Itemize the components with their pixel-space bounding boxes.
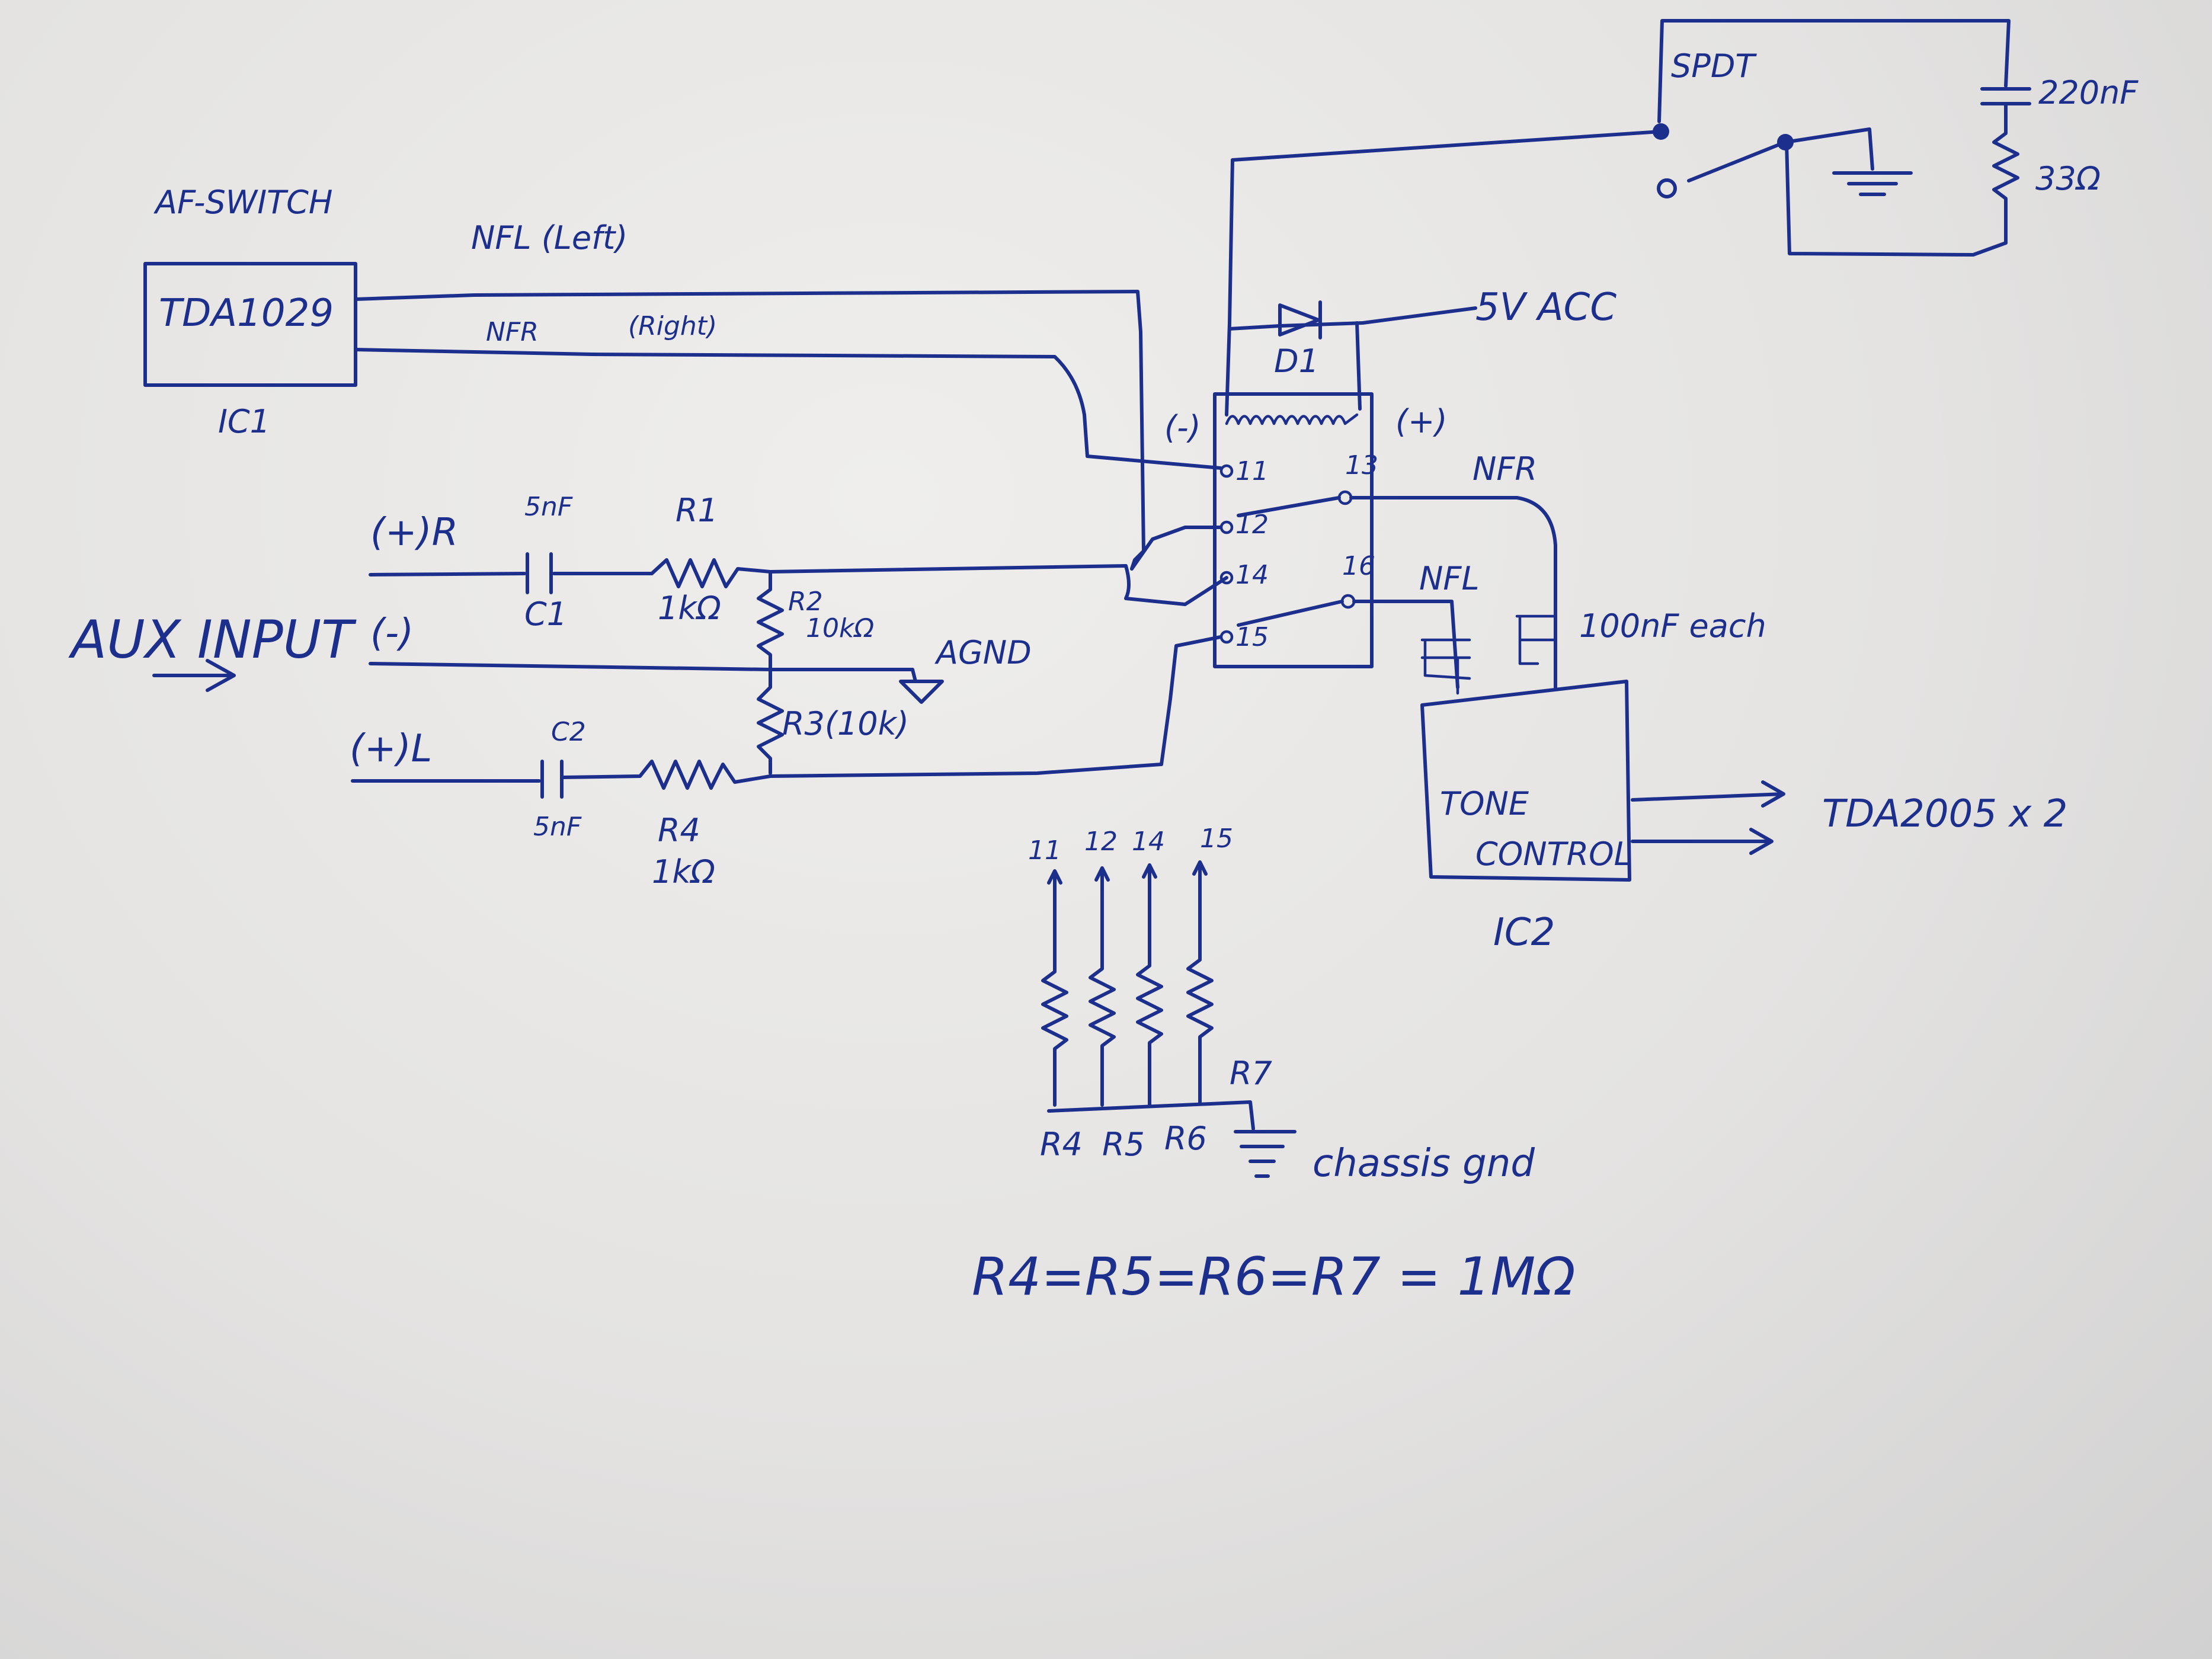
- af-switch-label: AF-SWITCH: [153, 184, 332, 221]
- pin-13-label: 13: [1345, 450, 1378, 481]
- agnd-symbol: [899, 680, 944, 704]
- output-label: TDA2005 x 2: [1822, 792, 2067, 836]
- pd-common-bus: [1047, 1100, 1255, 1130]
- pd-14-label: 14: [1132, 827, 1165, 857]
- r4-value-label: 1kΩ: [652, 853, 715, 891]
- tone-label-2: CONTROL: [1475, 835, 1632, 873]
- nfl-left-label: NFL (Left): [471, 219, 628, 257]
- pd-res-r7: [1186, 860, 1214, 1104]
- wire-spdt-top: [1657, 19, 2011, 123]
- ic2-label: IC2: [1493, 911, 1555, 955]
- relay-arm-upper: [1237, 496, 1341, 517]
- d1-label: D1: [1274, 342, 1319, 380]
- ic2-box: [1420, 680, 1631, 882]
- right-label: (Right): [628, 311, 717, 341]
- aux-input-label: AUX INPUT: [68, 609, 357, 670]
- pin-16-label: 16: [1342, 551, 1375, 581]
- wire-minus: [369, 662, 917, 683]
- wire-5v-acc: [1228, 306, 1477, 331]
- pd-11-label: 11: [1028, 835, 1061, 866]
- wire-nfr: [354, 348, 1222, 470]
- wire-33-return: [1785, 140, 1975, 257]
- relay-arm-lower: [1237, 600, 1344, 627]
- r1-value-label: 1kΩ: [658, 590, 721, 627]
- r4-left-label: R4: [658, 812, 700, 849]
- spdt-throw-b: [1657, 178, 1677, 198]
- spdt-lever: [1687, 143, 1779, 182]
- pd-res-r5: [1089, 866, 1116, 1107]
- c2-label: C2: [551, 717, 586, 747]
- ic1-box: [143, 262, 357, 387]
- output-arrow-1: [1631, 780, 1785, 808]
- chassis-ground-symbol: [1234, 1130, 1297, 1178]
- pin-14: [1219, 571, 1234, 585]
- wire-cross-pin12: [1130, 526, 1222, 571]
- r4-label: R4: [1040, 1126, 1083, 1163]
- r2-value-label: 10kΩ: [806, 613, 874, 643]
- r1-label: R1: [676, 492, 718, 529]
- pin-11-label: 11: [1235, 456, 1269, 486]
- relay-plus-label: (+): [1395, 403, 1447, 440]
- c2-value-label: 5nF: [533, 812, 582, 842]
- wire-r-channel: [369, 558, 1228, 606]
- aux-arrow: [152, 659, 236, 692]
- pin-14-label: 14: [1235, 560, 1269, 590]
- resistor-equation: R4=R5=R6=R7 = 1MΩ: [972, 1246, 1576, 1307]
- pin-15-label: 15: [1235, 622, 1269, 652]
- in-plus-r-label: (+)R: [370, 511, 458, 555]
- wire-nfl: [354, 290, 1145, 571]
- cap-220-label: 220nF: [2038, 74, 2139, 111]
- cap-nfr-100nf: [1515, 614, 1557, 665]
- output-arrow-2: [1631, 828, 1774, 855]
- wire-nfl-out: [1352, 600, 1459, 689]
- nfl-right-label: NFL: [1419, 560, 1480, 597]
- relay-coil: [1225, 413, 1359, 425]
- pin-15: [1219, 630, 1234, 644]
- res-r3: [757, 671, 784, 775]
- wire-d1-down: [1355, 321, 1362, 411]
- r5-label: R5: [1102, 1126, 1145, 1163]
- nfr-right-label: NFR: [1472, 450, 1537, 488]
- pd-res-r4: [1041, 869, 1068, 1107]
- diode-d1: [1278, 300, 1322, 340]
- caps-100nf-label: 100nF each: [1579, 607, 1766, 645]
- relay-minus-label: (-): [1164, 409, 1201, 446]
- nfr-label: NFR: [486, 317, 539, 347]
- wire-l-channel: [351, 635, 1222, 790]
- res-33: [1971, 102, 2019, 257]
- in-plus-l-label: (+)L: [350, 727, 432, 771]
- acc-5v-label: 5V ACC: [1475, 286, 1616, 329]
- spdt-label: SPDT: [1671, 47, 1757, 85]
- r3-label: R3(10k): [782, 705, 909, 742]
- res-r2: [757, 570, 784, 674]
- ic1-part-label: TDA1029: [159, 292, 334, 335]
- tone-label-1: TONE: [1440, 785, 1529, 822]
- pd-12-label: 12: [1084, 827, 1118, 857]
- res-33-label: 33Ω: [2035, 160, 2101, 197]
- wire-spdt-to-relay: [1225, 130, 1663, 417]
- pd-res-r6: [1136, 863, 1163, 1107]
- relay-box: [1213, 392, 1374, 668]
- pd-15-label: 15: [1200, 824, 1233, 854]
- c1-label: C1: [524, 595, 567, 633]
- wire-nfr-out: [1349, 496, 1557, 689]
- pin-12: [1219, 520, 1234, 534]
- spdt-ground: [1784, 127, 1913, 196]
- pin-11: [1219, 464, 1234, 478]
- ic1-label: IC1: [218, 403, 270, 440]
- r2-label: R2: [788, 587, 823, 617]
- r6-label: R6: [1164, 1120, 1207, 1157]
- chassis-gnd-label: chassis gnd: [1313, 1142, 1535, 1186]
- r7-label: R7: [1230, 1055, 1272, 1092]
- cap-nfl-100nf: [1420, 638, 1471, 695]
- c1-value-label: 5nF: [524, 492, 573, 522]
- in-minus-label: (-): [370, 611, 414, 655]
- agnd-label: AGND: [934, 634, 1032, 671]
